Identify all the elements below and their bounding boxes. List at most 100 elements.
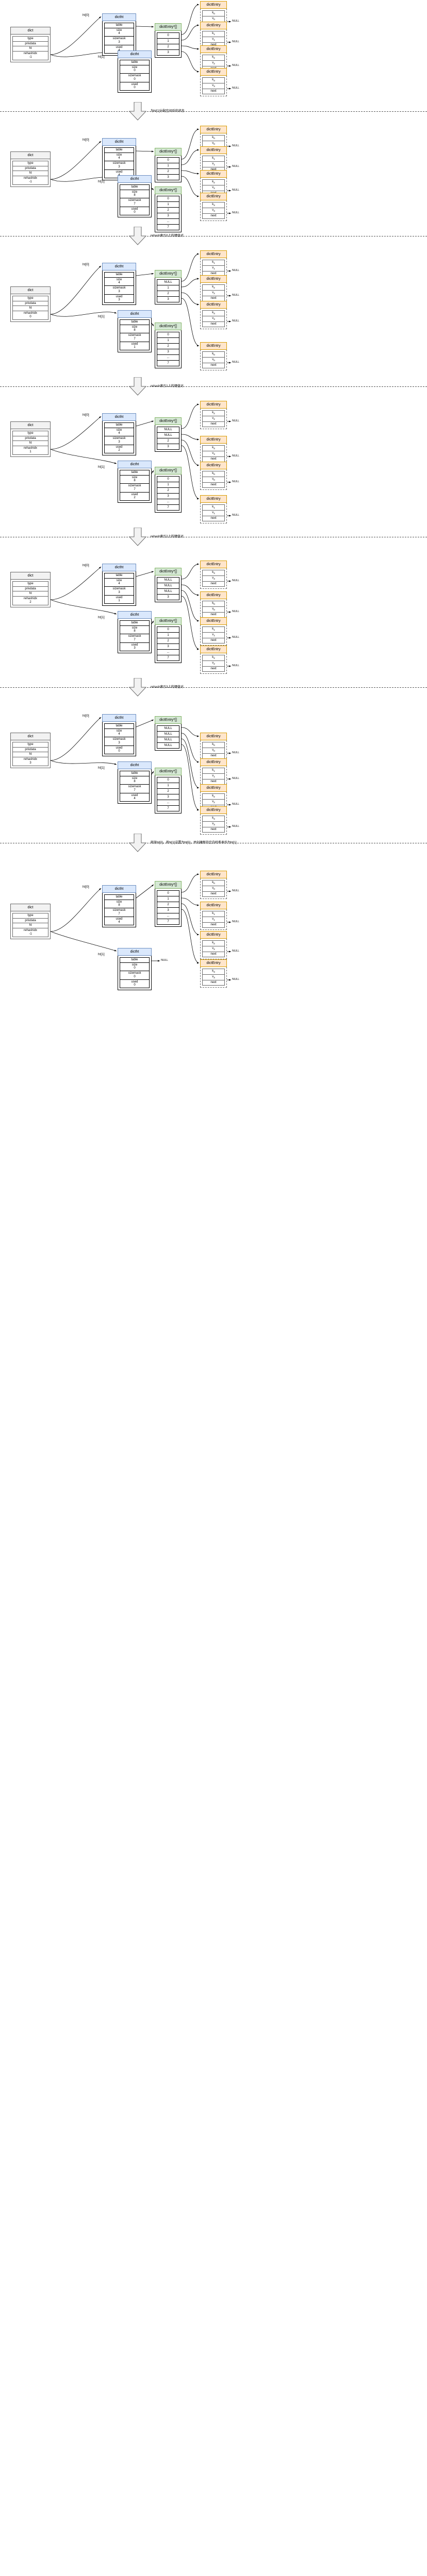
dictht-field-size: size 8: [120, 325, 149, 334]
dictht-field-table: table: [105, 23, 134, 28]
dict-field-rehashidx: rehashidx 3: [23, 758, 37, 765]
array-slot: 2: [157, 44, 179, 50]
dictentry-field-key: k3: [203, 78, 224, 84]
dictentry-field-next: next: [210, 754, 217, 758]
dictentry-field-value: v3: [203, 451, 224, 457]
dictentry-field-value: v2: [203, 800, 224, 806]
dictht-field-size: size 4: [105, 729, 134, 738]
dictentry-header: dictEntry: [200, 902, 227, 909]
dict-field-rehashidx: rehashidx -1: [23, 52, 37, 59]
ht0-label: ht[0]: [83, 13, 89, 17]
dictentry-header: dictEntry: [200, 301, 227, 309]
ht0-label: ht[0]: [83, 263, 89, 266]
dictht-field-used: used 2: [116, 445, 123, 452]
dictht-field-size: size 8: [120, 776, 149, 785]
dictht-field-used: used 4: [116, 917, 123, 924]
ht1-label: ht[1]: [98, 180, 105, 183]
dictht-field-size: size 0: [120, 65, 149, 74]
dictentry-header: dictEntry: [200, 591, 227, 599]
dictht-field-table: table: [105, 423, 134, 428]
down-arrow-icon: [128, 527, 147, 546]
next-null-label: NULL: [232, 20, 240, 23]
dictht-header: dictht: [118, 175, 152, 183]
array-slot: 2: [157, 438, 179, 444]
dictentry-field-value: v3: [203, 576, 224, 582]
dictht-field-sizemask: sizemask 3: [105, 737, 134, 746]
ht1-label: ht[1]: [98, 55, 105, 59]
dictht-field-sizemask: sizemask 0: [120, 971, 149, 980]
dictentry-field-key: k2: [203, 285, 224, 291]
dictentry-field-next: next: [210, 364, 217, 367]
next-null-label: NULL: [232, 579, 240, 582]
dictentry-field-key: k0: [203, 880, 224, 887]
array-slot: NULL: [157, 280, 179, 285]
dictht-field-table: table: [120, 771, 149, 776]
dictentry-header: dictEntry: [200, 45, 227, 53]
array-slot: 7: [167, 807, 169, 810]
dict-field-type: type: [13, 296, 48, 301]
dictentry-header: dictEntry: [200, 126, 227, 133]
array-slot: 0: [157, 332, 179, 338]
array-slot: 2: [157, 169, 179, 175]
dictentry-field-value: v0: [203, 607, 224, 613]
dictentry-field-value: v2: [203, 291, 224, 297]
dict-field-privdata: privdata: [13, 166, 48, 172]
dictentry-field-value: v2: [203, 61, 224, 67]
array-slot: 7: [167, 656, 169, 659]
dictht-field-sizemask: sizemask 3: [105, 286, 134, 295]
dictht-field-table: table: [120, 470, 149, 476]
dictht-field-size: size 4: [105, 428, 134, 437]
dictht-header: dictht: [118, 948, 152, 956]
dictentry-field-value: v2: [203, 416, 224, 422]
dictentry-array-header: dictEntry*[]: [155, 270, 182, 278]
dictht-field-sizemask: sizemask 3: [105, 37, 134, 45]
dictentry-field-next: next: [210, 90, 217, 93]
array-slot: 2: [157, 638, 179, 644]
dictentry-field-value: v3: [203, 822, 224, 828]
dictentry-field-next: next: [210, 214, 217, 218]
dictentry-field-key: k0: [203, 135, 224, 142]
dictentry-field-value: v1: [203, 162, 224, 168]
next-null-label: NULL: [232, 514, 240, 517]
array-slot: 3: [157, 494, 179, 499]
dictentry-header: dictEntry: [200, 342, 227, 350]
dictht-field-used: used 0: [131, 207, 138, 214]
array-slot: ...: [157, 913, 179, 919]
next-null-label: NULL: [232, 419, 240, 422]
